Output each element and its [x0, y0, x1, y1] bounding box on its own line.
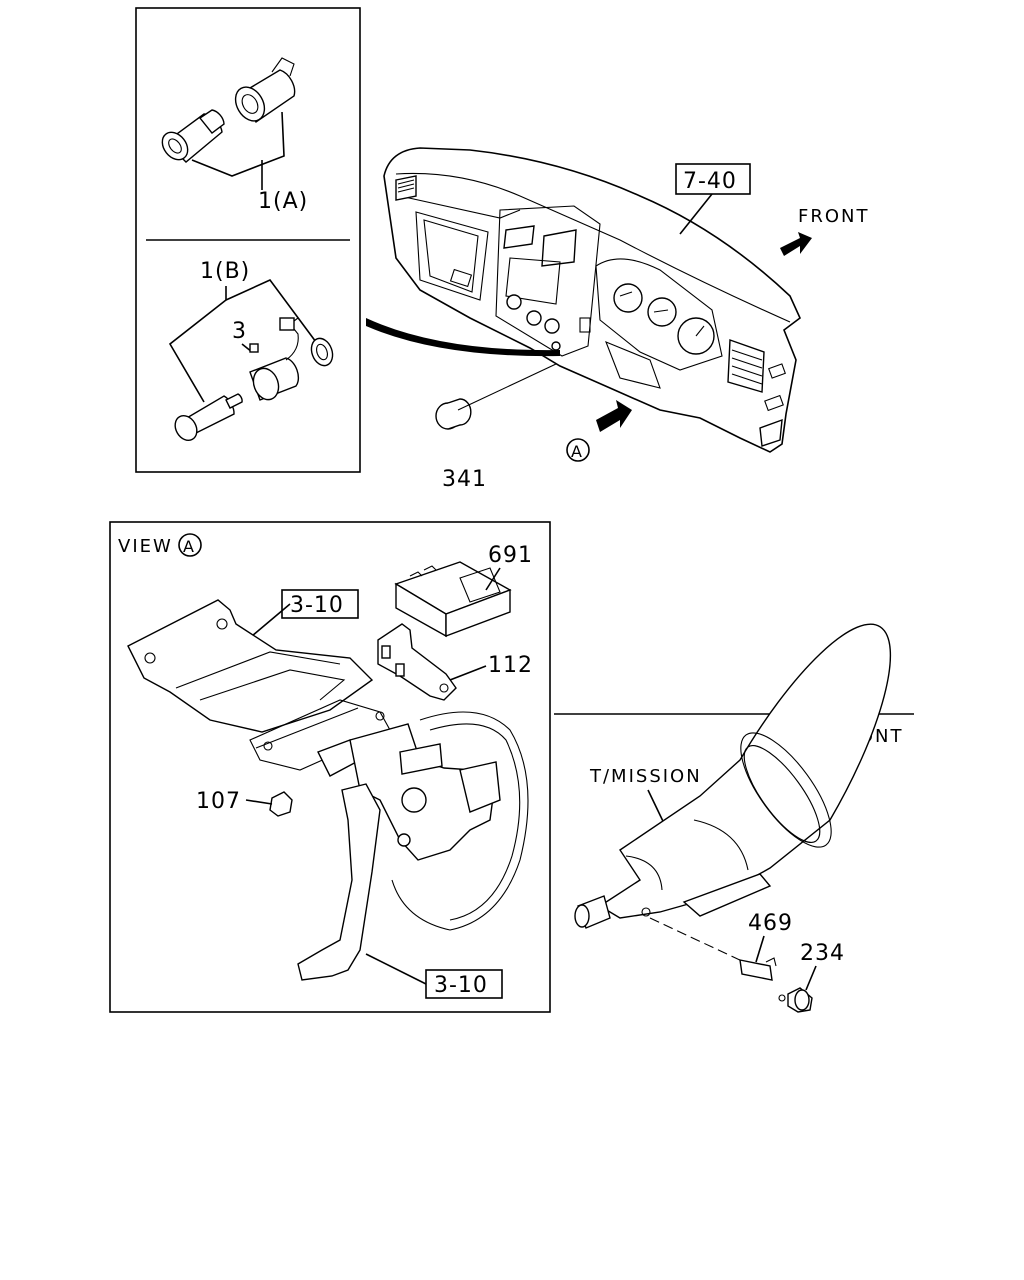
leader-112 [449, 665, 487, 681]
label-3: 3 [232, 319, 247, 344]
label-691: 691 [488, 543, 533, 568]
label-234: 234 [800, 941, 845, 966]
lighter-1b-ring[interactable] [308, 335, 336, 368]
callout-sweep [366, 318, 560, 357]
bulb-part-3[interactable] [249, 343, 259, 353]
ref-7-40[interactable]: 7-40 [675, 163, 751, 195]
label-1b: 1(B) [200, 259, 250, 284]
view-a-marker-label: A [571, 442, 582, 461]
view-a-marker[interactable]: A [566, 438, 590, 462]
brake-booster [391, 711, 529, 931]
nut-107[interactable] [269, 791, 293, 817]
front-arrow-top [780, 232, 812, 256]
leader-3-10-top [251, 603, 291, 637]
vent-right [727, 339, 786, 447]
bracket-112[interactable] [377, 623, 457, 701]
leader-7-40 [679, 193, 713, 235]
brake-booster-inner [429, 723, 521, 921]
pedal-bracket [127, 599, 391, 771]
ref-3-10-bottom[interactable]: 3-10 [425, 969, 503, 999]
leader-107 [245, 799, 273, 805]
lighter-1b-socket[interactable] [249, 317, 300, 403]
leader-1b-right [225, 279, 317, 343]
transmission [574, 623, 892, 929]
brake-pedal-arm[interactable] [297, 783, 381, 981]
switch-234[interactable] [778, 987, 813, 1013]
lighter-1a-socket[interactable] [230, 57, 296, 126]
leader-3-10-bottom [365, 953, 427, 985]
center-console [495, 205, 601, 357]
vent-left [395, 175, 417, 201]
front-label-top: FRONT [798, 206, 870, 227]
label-469: 469 [748, 911, 793, 936]
lighter-inset: 1(A) 1(B) 3 [135, 7, 361, 473]
ref-7-40-label: 7-40 [683, 169, 737, 194]
leader-1b-left [168, 286, 227, 403]
lighter-1a-plug[interactable] [157, 109, 225, 165]
pedal-mechanism [317, 723, 501, 861]
view-a-arrow [596, 400, 632, 432]
ref-3-10-top-label: 3-10 [290, 593, 344, 618]
plug-341[interactable] [435, 398, 472, 430]
leader-234 [805, 965, 817, 991]
view-a-panel: VIEW A 691 112 3-10 [109, 521, 551, 1013]
label-1a: 1(A) [258, 189, 308, 214]
ref-3-10-bottom-label: 3-10 [434, 973, 488, 998]
leader-1a [191, 111, 285, 177]
leader-469 [755, 935, 765, 963]
label-112: 112 [488, 653, 533, 678]
module-691[interactable] [394, 561, 512, 638]
lighter-1b-plug[interactable] [171, 393, 243, 444]
view-a-title-circle [178, 533, 202, 557]
instrument-panel [383, 147, 801, 453]
instrument-cluster [579, 258, 723, 389]
view-a-title: VIEW [118, 536, 173, 557]
leader-341 [457, 363, 557, 411]
label-341: 341 [442, 467, 487, 492]
dashboard-outline [383, 147, 801, 453]
clip-469[interactable] [739, 957, 777, 981]
label-tmission: T/MISSION [589, 766, 702, 787]
leader-sensor [649, 917, 745, 963]
ref-3-10-top[interactable]: 3-10 [281, 589, 359, 619]
view-a-title-mark: A [183, 537, 194, 556]
leader-691 [485, 567, 501, 591]
label-107: 107 [196, 789, 241, 814]
